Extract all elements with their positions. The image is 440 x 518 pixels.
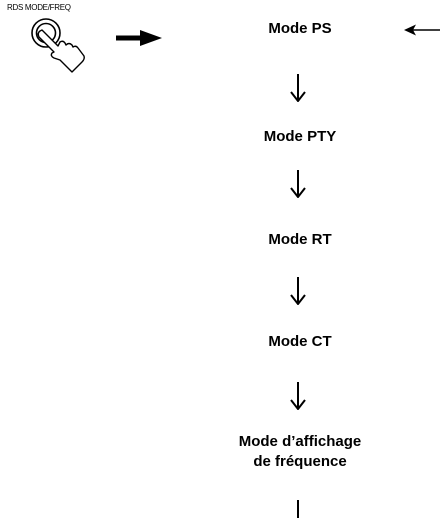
right-arrow-icon xyxy=(116,30,162,46)
down-arrow-icon xyxy=(290,277,306,305)
mode-frequency-display-step: Mode d’affichage de fréquence xyxy=(238,433,362,470)
down-arrow-icon xyxy=(290,74,306,102)
mode-ps-step: Mode PS xyxy=(268,20,332,37)
mode-pty-step: Mode PTY xyxy=(263,128,337,145)
down-arrow-icon xyxy=(290,170,306,198)
pressing-hand-icon xyxy=(37,29,85,73)
rds-mode-freq-button-label: RDS MODE/FREQ xyxy=(7,3,71,12)
return-arrow-icon xyxy=(404,24,440,36)
return-loop-line xyxy=(297,500,299,518)
mode-ct-step: Mode CT xyxy=(268,333,332,350)
rds-mode-freq-button-icon[interactable] xyxy=(28,16,88,74)
down-arrow-icon xyxy=(290,382,306,410)
mode-rt-step: Mode RT xyxy=(268,231,332,248)
